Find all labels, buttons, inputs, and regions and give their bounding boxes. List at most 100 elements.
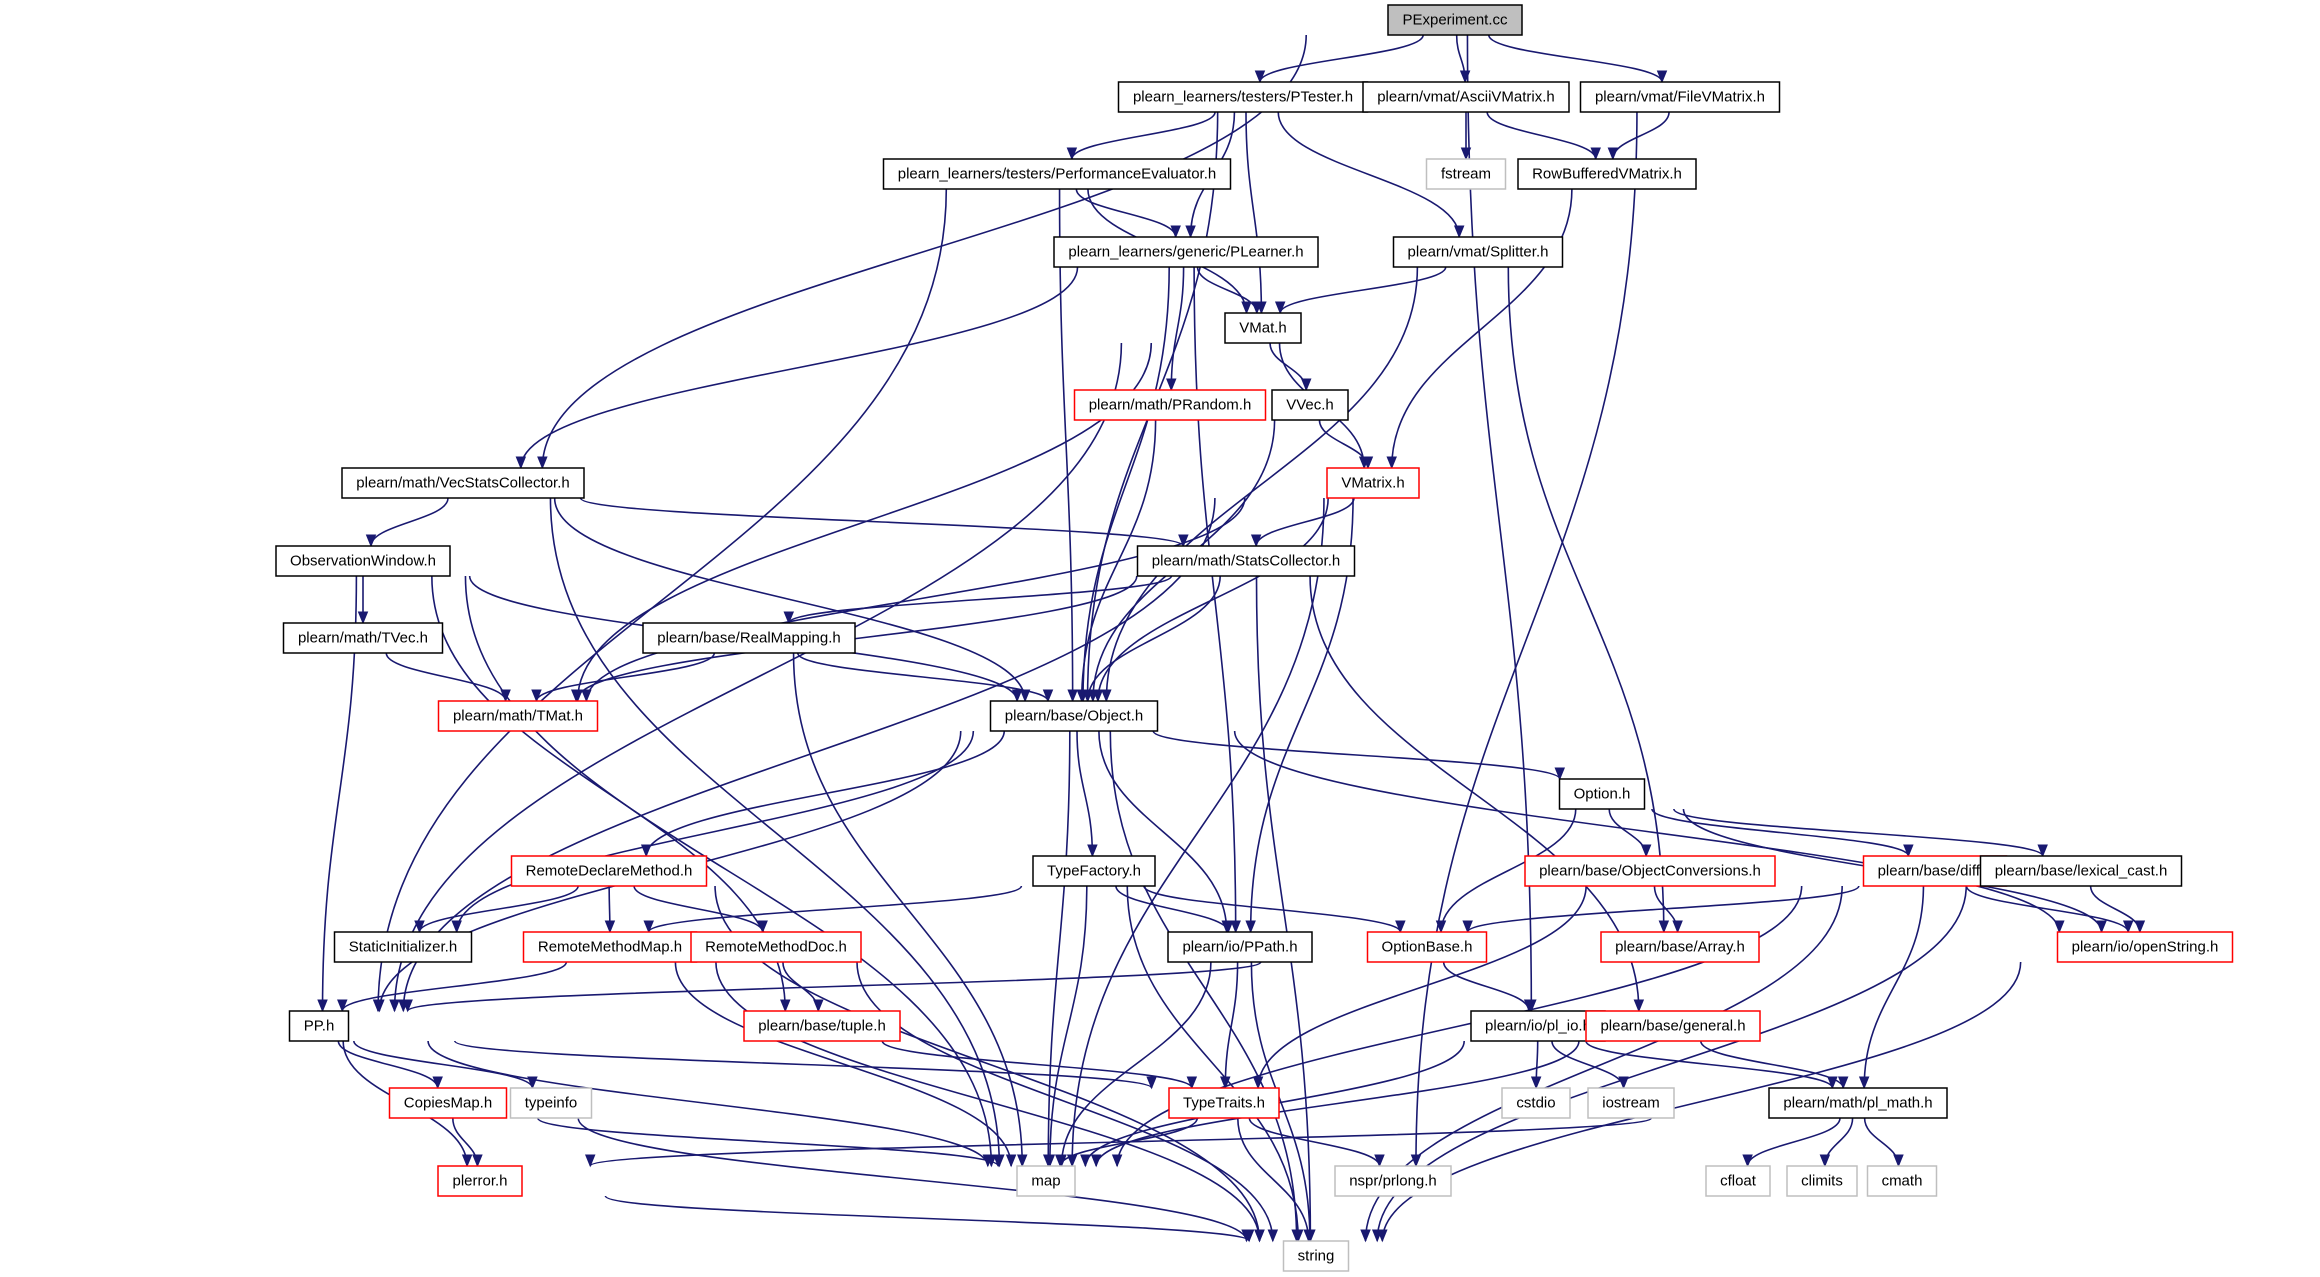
node-vecstats[interactable]: plearn/math/VecStatsCollector.h [341,467,585,499]
edge-typefactory-to-ppath [1115,885,1234,934]
node-pexp[interactable]: PExperiment.cc [1387,4,1523,36]
edge-plio-to-iostream [1551,1040,1629,1090]
node-label-map: map [1031,1173,1060,1190]
node-prlong[interactable]: nspr/prlong.h [1334,1165,1452,1197]
node-perror[interactable]: plerror.h [437,1165,523,1197]
node-box-string [1282,1240,1350,1272]
node-label-tvec: plearn/math/TVec.h [298,630,428,647]
node-remotedecl[interactable]: RemoteDeclareMethod.h [510,855,708,887]
node-box-plmath [1768,1087,1948,1119]
node-lexcast[interactable]: plearn/base/lexical_cast.h [1979,855,2183,887]
node-tvec[interactable]: plearn/math/TVec.h [282,622,444,654]
node-label-vmatrix: VMatrix.h [1341,475,1404,492]
node-box-copiesmap [388,1087,508,1119]
node-label-typeinfo: typeinfo [525,1095,578,1112]
node-label-perfeval: plearn_learners/testers/PerformanceEvalu… [898,166,1217,183]
edge-vmatrix-to-object [1092,497,1329,703]
node-map[interactable]: map [1016,1165,1076,1197]
node-realmap[interactable]: plearn/base/RealMapping.h [642,622,856,654]
node-splitter[interactable]: plearn/vmat/Splitter.h [1392,236,1564,268]
node-typetraits[interactable]: TypeTraits.h [1168,1087,1280,1119]
node-iostream[interactable]: iostream [1587,1087,1675,1119]
node-filevm[interactable]: plearn/vmat/FileVMatrix.h [1579,81,1781,113]
node-remotedoc[interactable]: RemoteMethodDoc.h [690,931,862,963]
node-label-fstream: fstream [1441,166,1491,183]
node-openstring[interactable]: plearn/io/openString.h [2056,931,2234,963]
node-cstdio[interactable]: cstdio [1501,1087,1571,1119]
node-box-typefactory [1032,855,1156,887]
edge-typetraits-to-prlong [1248,1117,1385,1168]
edge-plearner-to-vmat [1196,266,1263,315]
node-remotemap[interactable]: RemoteMethodMap.h [522,931,698,963]
node-ppath[interactable]: plearn/io/PPath.h [1167,931,1313,963]
node-box-lexcast [1979,855,2183,887]
node-vmatrix[interactable]: VMatrix.h [1326,467,1420,499]
node-tmat[interactable]: plearn/math/TMat.h [437,700,599,732]
node-plearner[interactable]: plearn_learners/generic/PLearner.h [1053,236,1319,268]
node-typeinfo[interactable]: typeinfo [509,1087,593,1119]
node-box-objconv [1524,855,1776,887]
node-box-vecstats [341,467,585,499]
edge-typefactory-to-map [1044,885,1088,1168]
edge-object-to-string [1109,730,1302,1243]
node-prandom[interactable]: plearn/math/PRandom.h [1073,389,1267,421]
node-vmat[interactable]: VMat.h [1224,312,1302,344]
node-plio[interactable]: plearn/io/pl_io.h [1470,1010,1606,1042]
node-ptester[interactable]: plearn_learners/testers/PTester.h [1117,81,1369,113]
node-perfeval[interactable]: plearn_learners/testers/PerformanceEvalu… [882,158,1232,190]
node-optionbase[interactable]: OptionBase.h [1366,931,1488,963]
node-box-cmath [1866,1165,1938,1197]
node-fstream[interactable]: fstream [1425,158,1507,190]
edge-ptester-to-splitter [1277,111,1465,239]
node-climits[interactable]: climits [1786,1165,1858,1197]
edges-layer [317,34,2146,1243]
node-object[interactable]: plearn/base/Object.h [989,700,1159,732]
node-tuple[interactable]: plearn/base/tuple.h [743,1010,901,1042]
node-label-pp: PP.h [304,1018,335,1035]
node-label-remotedecl: RemoteDeclareMethod.h [526,863,693,880]
edge-vmat-to-pp [389,342,1123,1013]
node-label-remotemap: RemoteMethodMap.h [538,939,682,956]
edge-plearner-to-ppath [1193,266,1241,934]
edge-plmath-to-climits [1819,1117,1854,1168]
node-box-tvec [282,622,444,654]
node-cmath[interactable]: cmath [1866,1165,1938,1197]
node-ascii[interactable]: plearn/vmat/AsciiVMatrix.h [1362,81,1570,113]
node-label-cstdio: cstdio [1516,1095,1555,1112]
node-string[interactable]: string [1282,1240,1350,1272]
node-array[interactable]: plearn/base/Array.h [1600,931,1760,963]
edge-rowbuf-to-vmatrix [1386,188,1573,470]
node-statscol[interactable]: plearn/math/StatsCollector.h [1136,545,1356,577]
node-pp[interactable]: PP.h [288,1010,350,1042]
node-plmath[interactable]: plearn/math/pl_math.h [1768,1087,1948,1119]
node-rowbuf[interactable]: RowBufferedVMatrix.h [1517,158,1697,190]
node-label-optionbase: OptionBase.h [1382,939,1473,956]
node-objconv[interactable]: plearn/base/ObjectConversions.h [1524,855,1776,887]
edge-plmath-to-perror [584,1117,1653,1168]
node-option[interactable]: Option.h [1558,778,1646,810]
node-box-statscol [1136,545,1356,577]
edge-ascii-to-rowbuf [1486,111,1601,161]
node-box-ppath [1167,931,1313,963]
edge-diff-to-optionbase [1462,885,1860,934]
edge-remotemap-to-pp [337,961,568,1013]
edge-pexp-to-filevm [1487,34,1668,84]
edge-object-to-typefactory [1076,730,1098,858]
node-general[interactable]: plearn/base/general.h [1585,1010,1761,1042]
node-staticinit[interactable]: StaticInitializer.h [333,931,473,963]
node-copiesmap[interactable]: CopiesMap.h [388,1087,508,1119]
node-typefactory[interactable]: TypeFactory.h [1032,855,1156,887]
node-box-prlong [1334,1165,1452,1197]
edge-perfeval-to-plearner [1075,188,1181,239]
edge-remotedecl-to-staticinit [414,885,579,934]
edge-ptester-to-vmat [1245,111,1267,315]
node-box-tuple [743,1010,901,1042]
node-vvec[interactable]: VVec.h [1271,389,1349,421]
node-box-remotedecl [510,855,708,887]
node-obswin[interactable]: ObservationWindow.h [275,545,451,577]
node-label-staticinit: StaticInitializer.h [349,939,457,956]
node-cfloat[interactable]: cfloat [1705,1165,1771,1197]
edge-copiesmap-to-map [536,1117,1004,1168]
edge-vecstats-to-statscol [579,497,1189,548]
